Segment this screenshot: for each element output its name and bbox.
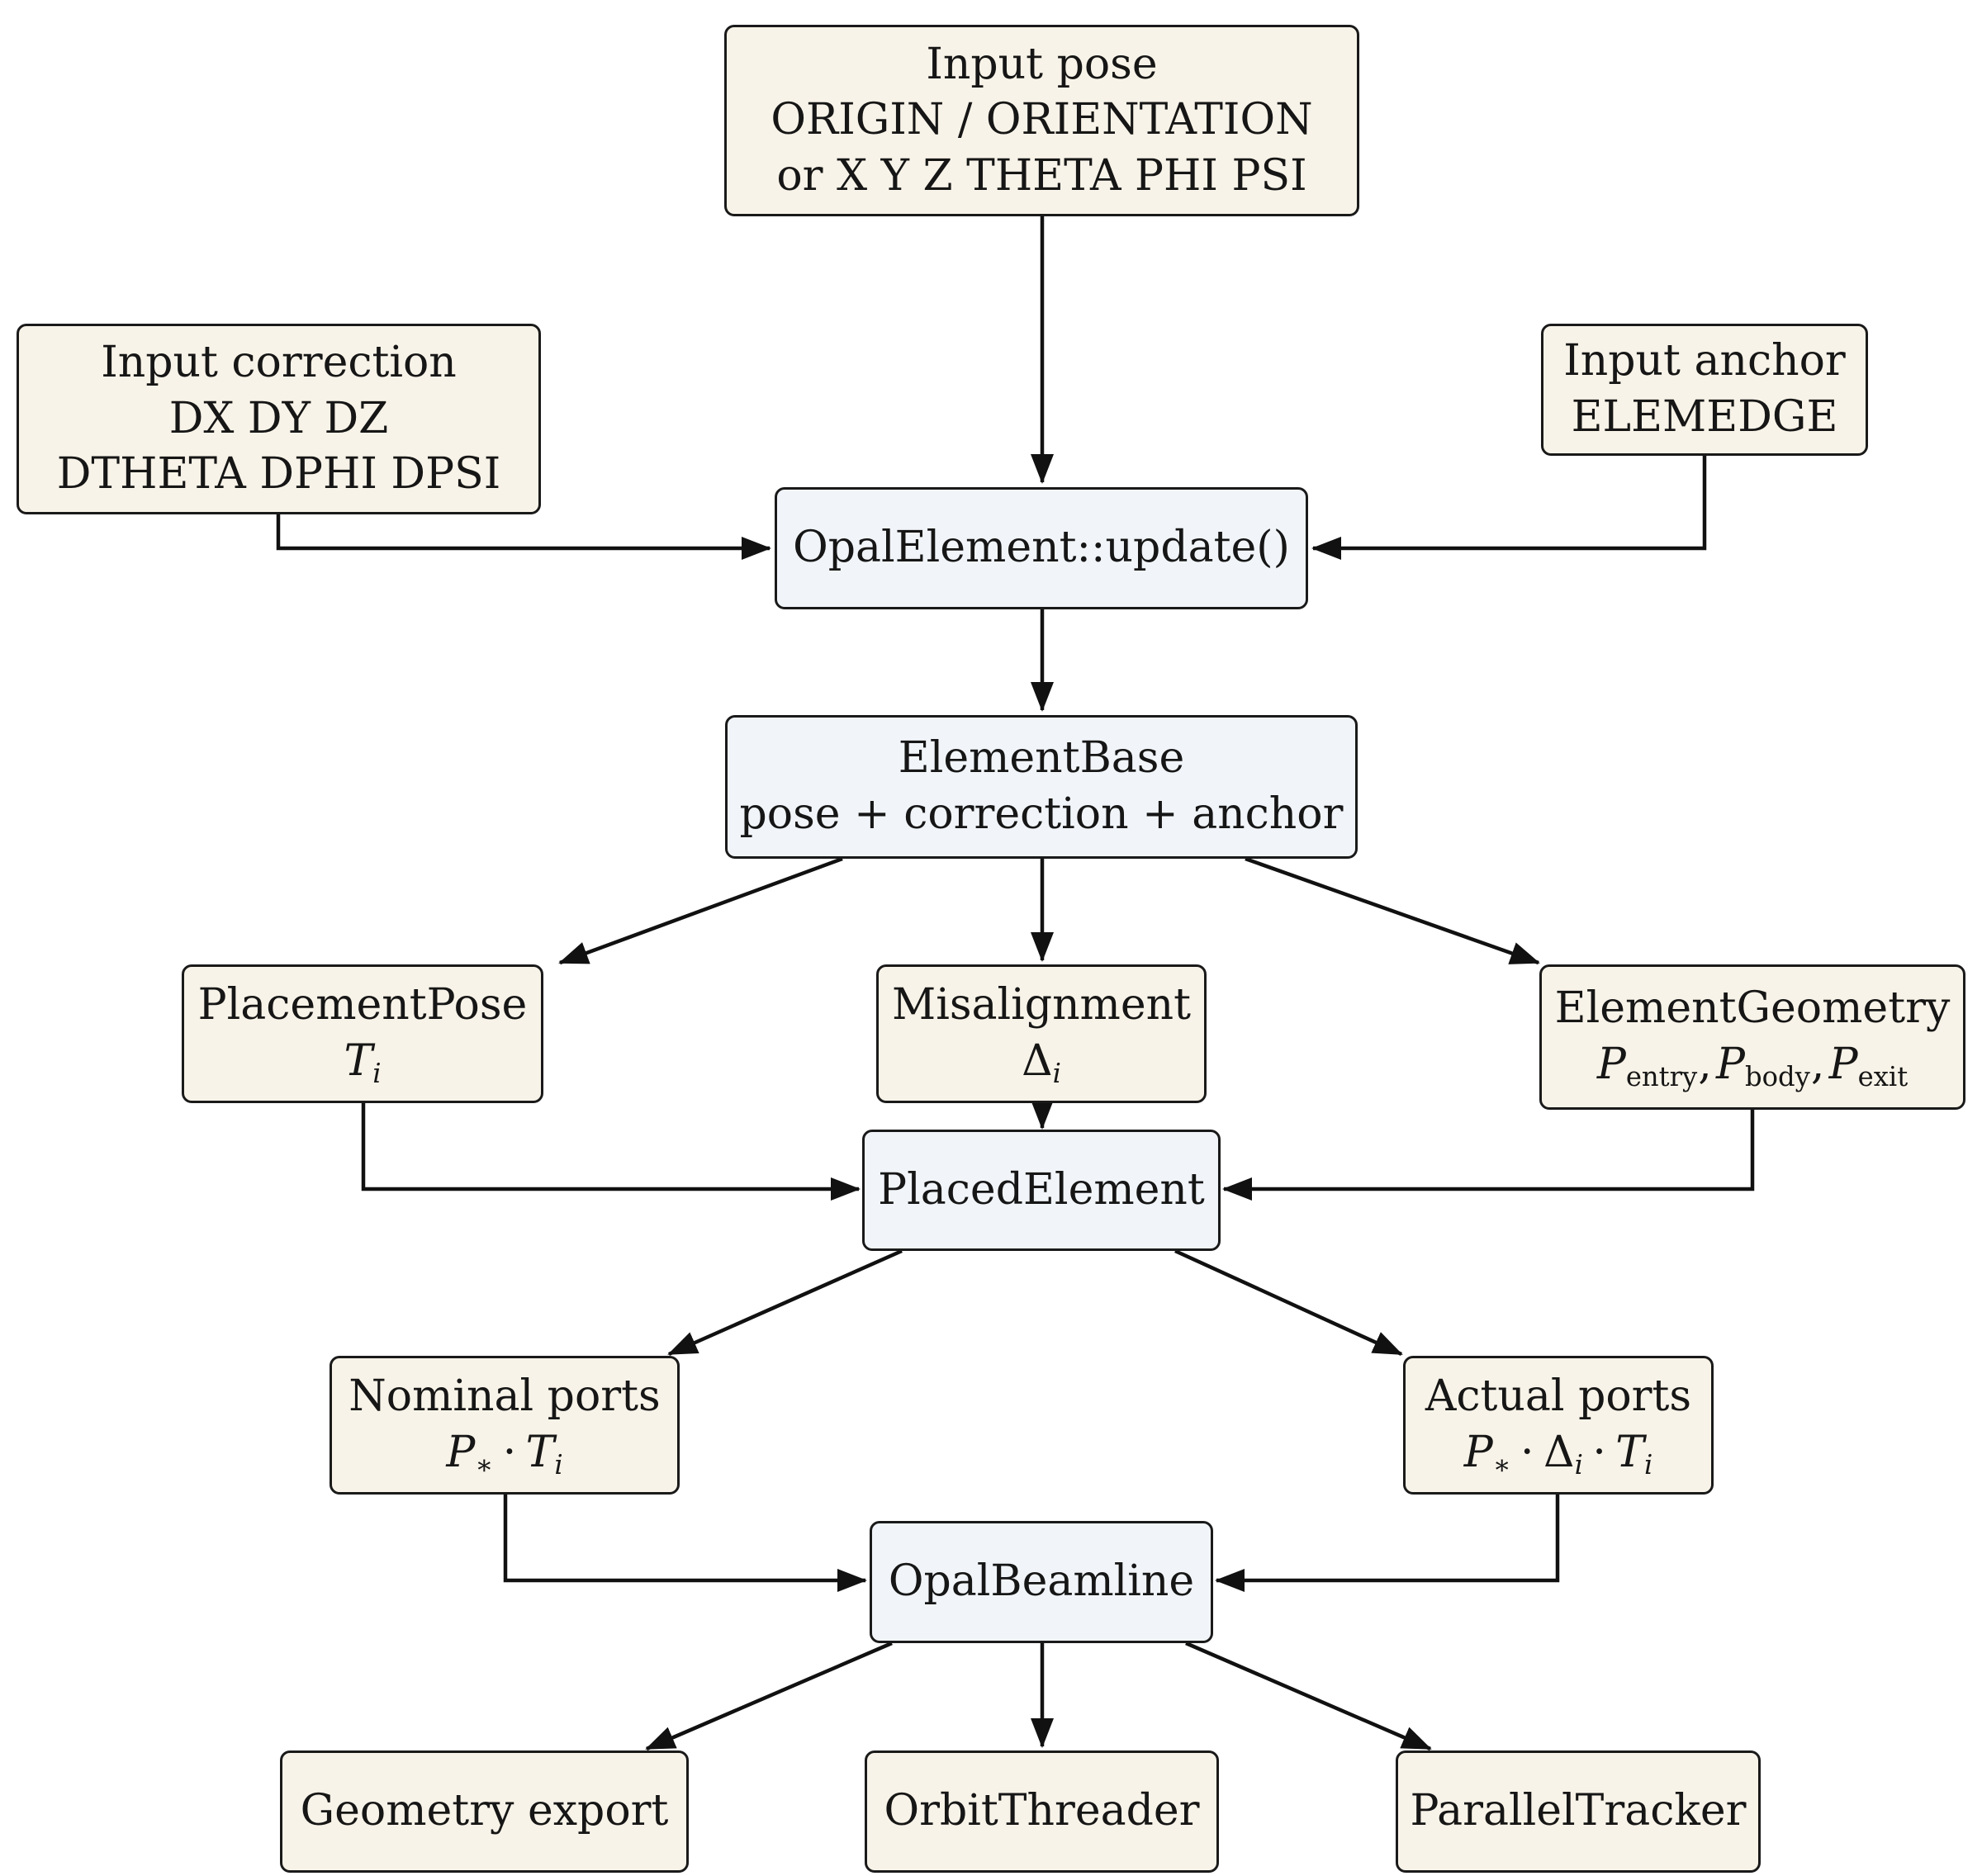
- input-pose-coords-line: or X Y Z THETA PHI PSI: [776, 150, 1307, 201]
- element-geometry-node: ElementGeometry Pentry,Pbody,Pexit: [1539, 964, 1965, 1110]
- element-geometry-ports: Pentry,Pbody,Pexit: [1596, 1040, 1909, 1093]
- arrow-nominal-to-beamline: [503, 1495, 867, 1592]
- parallel-tracker-label: ParallelTracker: [1410, 1786, 1747, 1836]
- nominal-ports-title: Nominal ports: [349, 1371, 661, 1422]
- misalignment-node: Misalignment Δi: [876, 964, 1207, 1103]
- input-correction-rotation-line: DTHETA DPHI DPSI: [56, 449, 501, 500]
- actual-ports-title: Actual ports: [1425, 1371, 1692, 1422]
- orbit-threader-node: OrbitThreader: [865, 1750, 1219, 1873]
- arrow-beamline-to-export: [645, 1641, 893, 1751]
- nominal-p-sub: ∗: [475, 1449, 494, 1481]
- actual-ports-node: Actual ports P∗·Δi·Ti: [1403, 1356, 1714, 1495]
- actual-delta: Δ: [1543, 1428, 1575, 1477]
- arrow-beamline-to-tracker: [1185, 1641, 1432, 1751]
- arrow-placed-to-actual: [1174, 1248, 1403, 1357]
- geometry-p-body: P: [1716, 1040, 1745, 1089]
- input-anchor-node: Input anchor ELEMEDGE: [1541, 324, 1868, 456]
- nominal-dot: ·: [502, 1428, 517, 1477]
- element-base-title: ElementBase: [898, 733, 1185, 784]
- geometry-body-sub: body: [1745, 1061, 1810, 1093]
- opal-element-update-node: OpalElement::update(): [775, 487, 1308, 609]
- actual-dot-1: ·: [1520, 1428, 1534, 1477]
- actual-ports-formula: P∗·Δi·Ti: [1464, 1425, 1653, 1481]
- placement-pose-title: PlacementPose: [197, 980, 528, 1030]
- geometry-exit-sub: exit: [1857, 1061, 1909, 1093]
- geometry-p-exit: P: [1828, 1040, 1858, 1089]
- arrow-elementbase-to-placementpose: [558, 856, 843, 965]
- actual-dot-2: ·: [1592, 1428, 1606, 1477]
- arrow-elementbase-to-geometry: [1245, 856, 1540, 965]
- nominal-t-sub: i: [554, 1449, 563, 1481]
- opal-beamline-label: OpalBeamline: [888, 1556, 1195, 1607]
- placed-element-label: PlacedElement: [878, 1164, 1205, 1215]
- orbit-threader-label: OrbitThreader: [884, 1786, 1200, 1836]
- element-geometry-title: ElementGeometry: [1554, 983, 1951, 1034]
- nominal-ports-formula: P∗·Ti: [446, 1425, 562, 1481]
- input-correction-translation-line: DX DY DZ: [168, 393, 389, 443]
- nominal-ports-node: Nominal ports P∗·Ti: [330, 1356, 680, 1495]
- input-pose-node: Input pose ORIGIN / ORIENTATION or X Y Z…: [724, 25, 1359, 216]
- misalignment-symbol: Δi: [1022, 1034, 1061, 1090]
- arrow-anchor-to-update: [1311, 456, 1707, 560]
- opal-element-update-label: OpalElement::update(): [793, 523, 1290, 573]
- actual-t-sub: i: [1643, 1449, 1653, 1481]
- arrow-geometry-to-placed: [1222, 1110, 1755, 1201]
- placed-element-node: PlacedElement: [862, 1130, 1221, 1251]
- actual-delta-sub: i: [1574, 1449, 1583, 1481]
- actual-t: T: [1615, 1428, 1644, 1477]
- nominal-t: T: [525, 1428, 555, 1477]
- arrow-placed-to-nominal: [667, 1248, 903, 1357]
- arrow-actual-to-beamline: [1215, 1495, 1560, 1592]
- misalignment-index: i: [1052, 1058, 1061, 1090]
- actual-p: P: [1463, 1428, 1493, 1477]
- element-base-node: ElementBase pose + correction + anchor: [725, 715, 1358, 859]
- opal-beamline-node: OpalBeamline: [870, 1521, 1213, 1643]
- placement-pose-symbol: Ti: [344, 1034, 382, 1090]
- misalignment-title: Misalignment: [891, 980, 1192, 1030]
- input-pose-title: Input pose: [926, 39, 1158, 89]
- actual-p-sub: ∗: [1492, 1449, 1511, 1481]
- placement-pose-index: i: [372, 1058, 382, 1090]
- parallel-tracker-node: ParallelTracker: [1396, 1750, 1761, 1873]
- input-pose-origin-line: ORIGIN / ORIENTATION: [771, 95, 1313, 145]
- placement-pose-t: T: [344, 1036, 373, 1086]
- nominal-p: P: [446, 1428, 476, 1477]
- arrow-correction-to-update: [276, 514, 771, 560]
- input-anchor-value: ELEMEDGE: [1571, 392, 1838, 442]
- geometry-p-entry: P: [1596, 1040, 1626, 1089]
- placement-pose-node: PlacementPose Ti: [182, 964, 543, 1103]
- geometry-entry-sub: entry: [1625, 1061, 1698, 1093]
- element-base-formula: pose + correction + anchor: [739, 789, 1344, 839]
- geometry-export-label: Geometry export: [300, 1786, 669, 1836]
- input-correction-title: Input correction: [101, 338, 457, 388]
- misalignment-delta: Δ: [1022, 1036, 1053, 1086]
- input-correction-node: Input correction DX DY DZ DTHETA DPHI DP…: [17, 324, 541, 514]
- input-anchor-title: Input anchor: [1563, 336, 1846, 386]
- arrow-placementpose-to-placed: [361, 1103, 861, 1201]
- geometry-export-node: Geometry export: [280, 1750, 689, 1873]
